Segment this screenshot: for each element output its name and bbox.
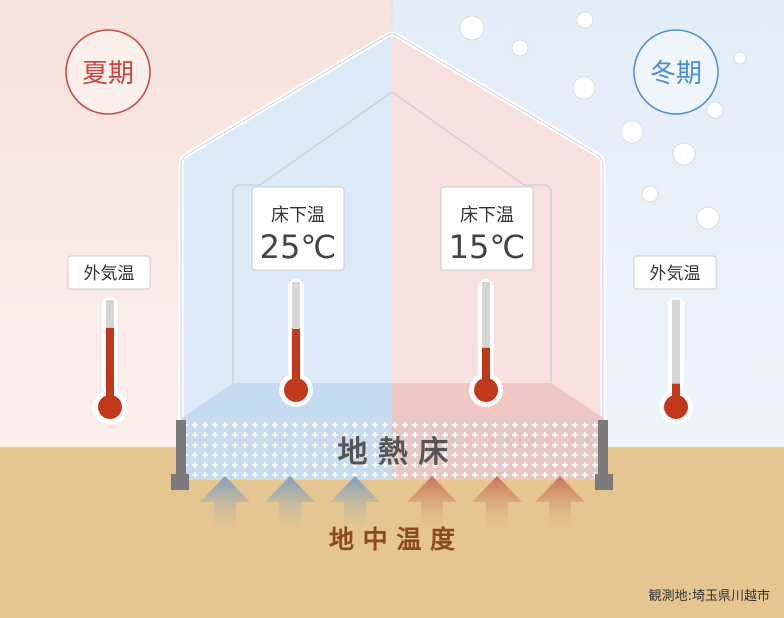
summer-badge [65, 29, 151, 115]
winter-label: 冬期 [650, 59, 702, 89]
outside-temp-box-left [67, 255, 151, 290]
ground-temperature-label: 地 中 温 度 [329, 525, 455, 554]
thermometer-level [672, 383, 680, 397]
underfloor-temp-value: 25℃ [260, 228, 337, 266]
location-note: 観測地:埼玉県川越市 [649, 588, 770, 604]
underfloor-temp-box-left [251, 186, 345, 271]
ground-heat-arrows [200, 476, 585, 532]
underfloor-temp-box-right [440, 186, 534, 271]
winter-badge [633, 29, 719, 115]
arrow-up-icon [265, 476, 315, 532]
summer-label: 夏期 [82, 59, 134, 89]
thermometer-level [292, 329, 300, 380]
underfloor-temp-value: 15℃ [449, 228, 526, 266]
arrow-up-icon [200, 476, 250, 532]
underfloor-temp-label: 床下温 [460, 205, 514, 226]
arrow-up-icon [535, 476, 585, 532]
arrow-up-icon [407, 476, 457, 532]
outside-temp-label: 外気温 [84, 264, 135, 284]
arrow-up-icon [472, 476, 522, 532]
arrow-up-icon [330, 476, 380, 532]
thermometer-level [106, 327, 114, 397]
floor-label: 地 熱 床 [338, 435, 449, 470]
outside-temp-label: 外気温 [650, 264, 701, 284]
underfloor-temp-label: 床下温 [271, 205, 325, 226]
snow [459, 11, 747, 230]
thermometer-level [482, 347, 490, 380]
outside-temp-box-right [633, 255, 717, 290]
